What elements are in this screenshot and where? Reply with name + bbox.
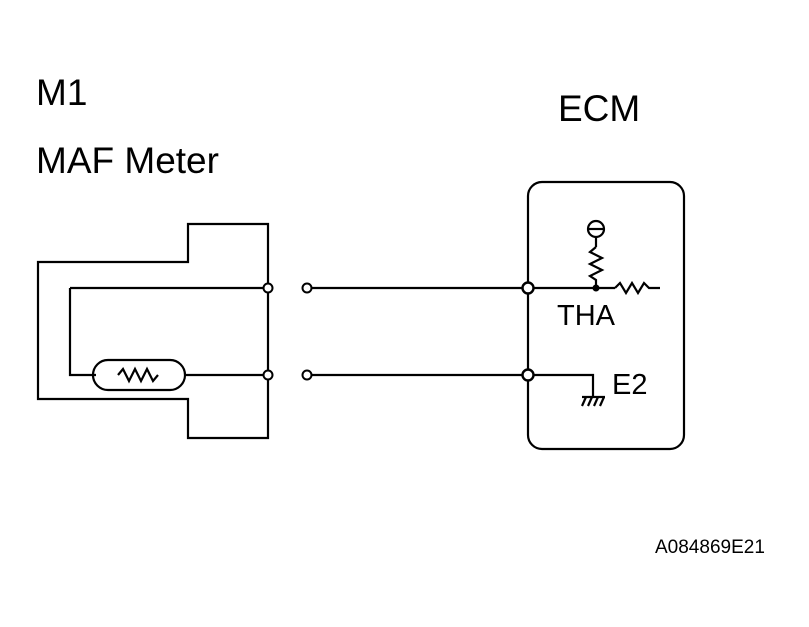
terminal-label-e2: E2 — [612, 369, 648, 401]
harness-terminal-pin-top — [301, 282, 313, 294]
ecm-junction-dot — [592, 284, 600, 292]
intake-air-temp-resistor-icon — [117, 366, 159, 384]
intake-air-temp-sensor-capsule — [91, 358, 187, 392]
ecm-internal-resistor-icon — [614, 280, 660, 296]
ground-icon — [580, 395, 606, 407]
harness-terminal-pin-bottom — [301, 369, 313, 381]
maf-terminal-pin-top — [262, 282, 274, 294]
connector-id-label: M1 — [36, 72, 88, 113]
ecm-housing — [526, 180, 686, 451]
ecm-internal-wire-e2 — [532, 373, 595, 397]
terminal-label-tha: THA — [557, 300, 615, 332]
ecm-terminal-pin-tha — [521, 281, 535, 295]
ecm-label: ECM — [558, 88, 641, 129]
maf-internal-wire-left — [68, 288, 96, 377]
ecm-pullup-resistor-icon — [587, 246, 605, 288]
component-name-label: MAF Meter — [36, 140, 219, 181]
ecm-terminal-pin-e2 — [521, 368, 535, 382]
maf-terminal-pin-bottom — [262, 369, 274, 381]
figure-code-label: A084869E21 — [655, 537, 765, 558]
maf-meter-housing — [36, 222, 270, 440]
